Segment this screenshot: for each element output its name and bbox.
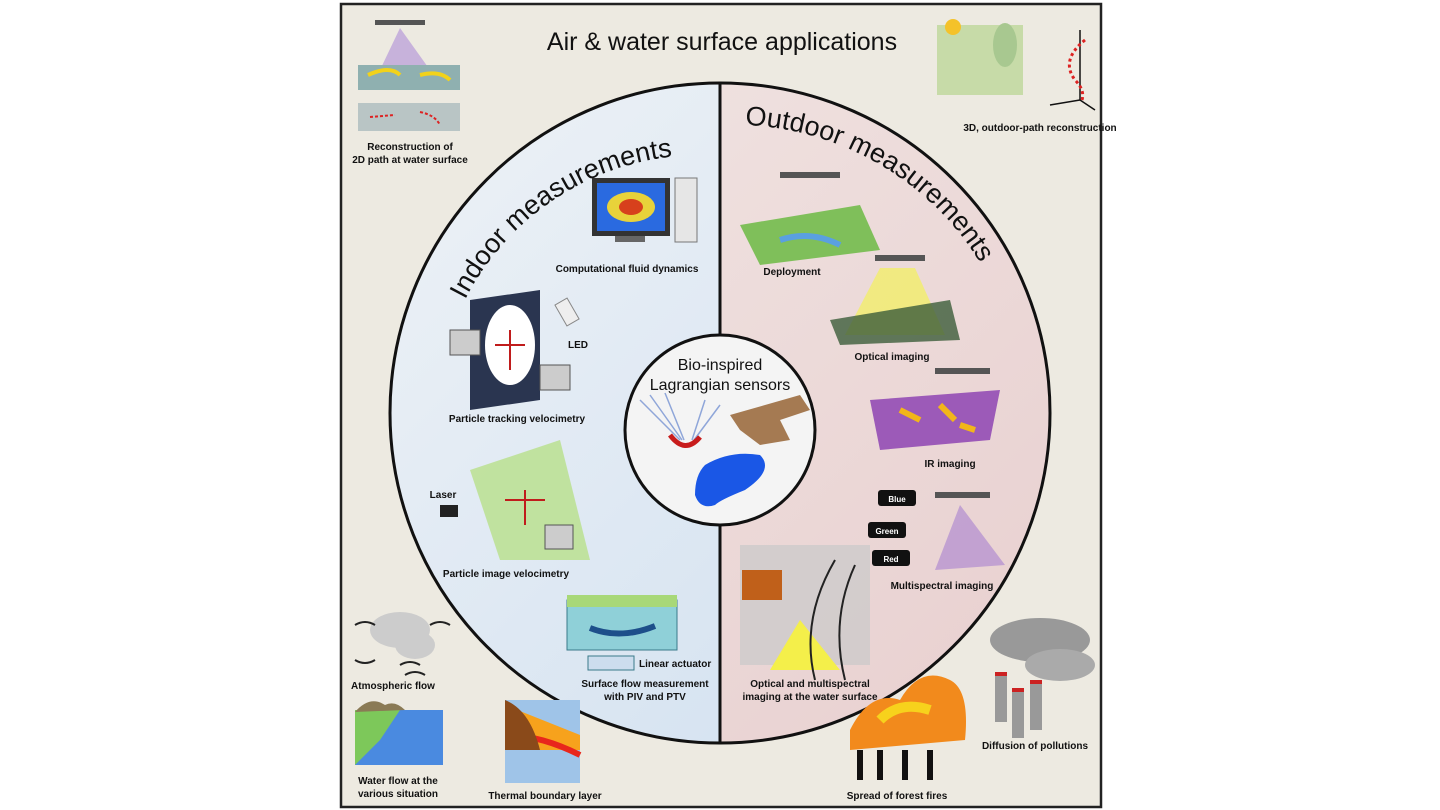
label-led: LED xyxy=(568,340,588,351)
forest-fire-icon xyxy=(850,675,966,780)
atmospheric-flow-icon xyxy=(354,612,451,676)
outdoor-3d-path-icon xyxy=(937,19,1096,111)
figure-title: Air & water surface applications xyxy=(547,28,897,56)
multispectral-icon xyxy=(868,490,1005,570)
label-ir-imaging: IR imaging xyxy=(924,459,975,470)
thermal-layer-icon xyxy=(504,700,582,783)
feather-sensor-icon xyxy=(639,392,721,448)
center-title-1: Bio-inspired xyxy=(678,357,762,374)
pollution-icon xyxy=(990,618,1095,738)
ir-imaging-icon xyxy=(870,368,1000,450)
label-water-surface-2: imaging at the water surface xyxy=(742,692,877,703)
label-surface-flow-2: with PIV and PTV xyxy=(603,692,686,703)
band-green: Green xyxy=(875,527,898,536)
center-title-2: Lagrangian sensors xyxy=(650,377,791,394)
piv-setup-icon xyxy=(440,440,590,560)
label-atmospheric: Atmospheric flow xyxy=(351,681,435,692)
band-red: Red xyxy=(883,555,898,564)
label-2d-path-1: Reconstruction of xyxy=(367,142,453,153)
label-surface-flow-1: Surface flow measurement xyxy=(581,679,709,690)
label-cfd: Computational fluid dynamics xyxy=(556,264,699,275)
label-actuator: Linear actuator xyxy=(639,659,711,670)
label-ptv: Particle tracking velocimetry xyxy=(449,414,586,425)
water-tank-icon xyxy=(566,595,678,671)
band-blue: Blue xyxy=(888,495,906,504)
water-path-icon xyxy=(358,20,460,131)
label-piv: Particle image velocimetry xyxy=(443,569,570,580)
center-circle xyxy=(623,333,817,527)
indoor-half xyxy=(390,83,720,743)
label-water-flow-2: various situation xyxy=(358,789,438,800)
seed-sensor-icon xyxy=(730,395,810,445)
label-laser: Laser xyxy=(430,490,457,501)
label-multispectral: Multispectral imaging xyxy=(891,581,994,592)
computer-icon xyxy=(592,177,698,243)
label-3d-path: 3D, outdoor-path reconstruction xyxy=(963,123,1116,134)
optical-imaging-icon xyxy=(830,255,960,345)
ptv-setup-icon xyxy=(449,290,580,410)
blue-sensor-icon xyxy=(695,453,765,507)
label-thermal: Thermal boundary layer xyxy=(488,791,601,802)
label-deployment: Deployment xyxy=(763,267,821,278)
deployment-icon xyxy=(740,172,880,265)
label-fires: Spread of forest fires xyxy=(847,791,948,802)
label-water-flow-1: Water flow at the xyxy=(358,776,438,787)
label-water-surface-1: Optical and multispectral xyxy=(750,679,870,690)
label-2d-path-2: 2D path at water surface xyxy=(352,155,468,166)
label-pollution: Diffusion of pollutions xyxy=(982,741,1089,752)
label-optical-imaging: Optical imaging xyxy=(854,352,929,363)
water-surface-imaging-icon xyxy=(740,545,870,681)
water-flow-icon xyxy=(355,701,443,765)
